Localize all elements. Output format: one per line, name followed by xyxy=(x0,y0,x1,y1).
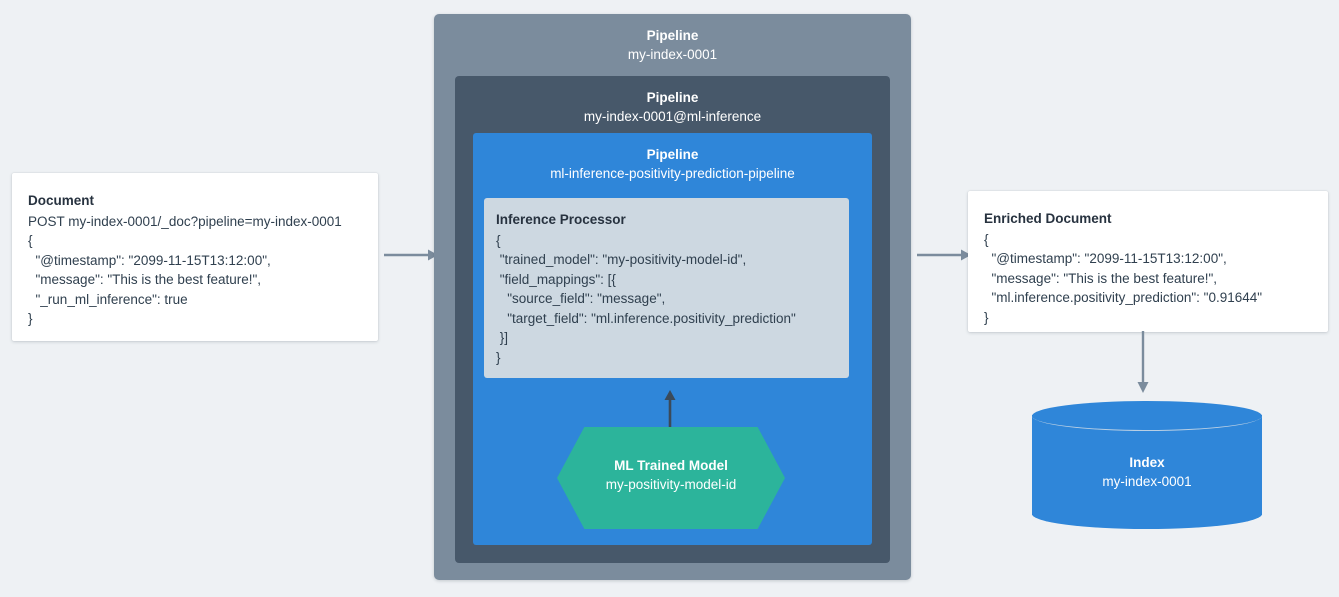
hexagon-shape xyxy=(557,427,785,529)
inference-processor-code-line: "target_field": "ml.inference.positivity… xyxy=(496,310,796,326)
pipeline-outer-label: Pipeline xyxy=(646,28,699,43)
inference-processor-code-line: "field_mappings": [{ xyxy=(496,271,616,287)
arrow-right-icon xyxy=(917,249,971,261)
ml-trained-model-text: ML Trained Model my-positivity-model-id xyxy=(557,427,785,529)
document-code-line: "_run_ml_inference": true xyxy=(28,291,188,307)
enriched-code-line: } xyxy=(984,309,989,325)
document-code-line: { xyxy=(28,233,33,248)
ml-trained-model-name: my-positivity-model-id xyxy=(605,477,737,492)
cylinder-body xyxy=(1032,415,1262,515)
index-label: Index xyxy=(1129,455,1165,470)
index-cylinder: Index my-index-0001 xyxy=(1032,401,1262,529)
arrow-right-icon xyxy=(384,249,438,261)
document-code-line: "@timestamp": "2099-11-15T13:12:00", xyxy=(28,252,271,268)
inference-processor-code-line: "source_field": "message", xyxy=(496,291,666,306)
index-name: my-index-0001 xyxy=(1102,474,1192,489)
enriched-document-title: Enriched Document xyxy=(984,211,1112,226)
enriched-code-line: "ml.inference.positivity_prediction": "0… xyxy=(984,290,1263,305)
inference-processor-code-line: "trained_model": "my-positivity-model-id… xyxy=(496,252,747,267)
pipeline-inner-label: Pipeline xyxy=(646,147,699,162)
pipeline-middle-header: Pipeline my-index-0001@ml-inference xyxy=(455,76,890,127)
pipeline-middle-label: Pipeline xyxy=(646,90,699,105)
document-code-line: POST my-index-0001/_doc?pipeline=my-inde… xyxy=(28,213,342,229)
inference-processor-code-line: { xyxy=(496,232,501,248)
enriched-code-line: "@timestamp": "2099-11-15T13:12:00", xyxy=(984,251,1227,266)
document-code-line: } xyxy=(28,311,33,326)
ml-trained-model-node: ML Trained Model my-positivity-model-id xyxy=(557,427,785,529)
index-text: Index my-index-0001 xyxy=(1032,453,1262,491)
inference-processor-code-line: } xyxy=(496,349,501,365)
enriched-code-line: "message": "This is the best feature!", xyxy=(984,270,1218,286)
inference-processor-code-line: }] xyxy=(496,330,509,345)
enriched-code-line: { xyxy=(984,231,989,247)
document-code-line: "message": "This is the best feature!", xyxy=(28,272,262,287)
cylinder-top xyxy=(1032,401,1262,431)
document-card-title: Document xyxy=(28,193,95,208)
inference-processor-card: Inference Processor { "trained_model": "… xyxy=(484,198,849,378)
pipeline-inner-header: Pipeline ml-inference-positivity-predict… xyxy=(473,133,872,184)
arrow-up-icon xyxy=(664,390,676,428)
inference-processor-title: Inference Processor xyxy=(496,212,626,227)
pipeline-outer-name: my-index-0001 xyxy=(627,47,718,62)
pipeline-inner-name: ml-inference-positivity-prediction-pipel… xyxy=(550,166,795,181)
enriched-document-card: Enriched Document { "@timestamp": "2099-… xyxy=(968,191,1328,332)
arrow-down-icon xyxy=(1137,331,1149,393)
ml-trained-model-label: ML Trained Model xyxy=(614,458,728,473)
document-card: Document POST my-index-0001/_doc?pipelin… xyxy=(12,173,378,341)
pipeline-middle-name: my-index-0001@ml-inference xyxy=(583,109,762,124)
pipeline-outer-header: Pipeline my-index-0001 xyxy=(434,14,911,65)
